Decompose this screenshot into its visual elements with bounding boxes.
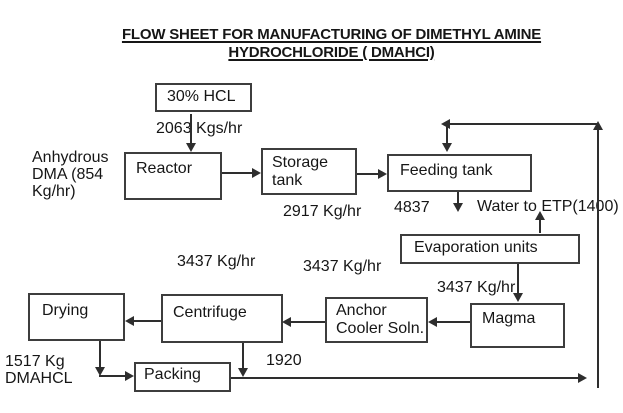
label-centrifuge-out-rate: 1920	[266, 352, 302, 369]
node-packing-label: Packing	[144, 366, 201, 383]
label-water-to-etp: Water to ETP(1400)	[477, 198, 619, 215]
line-recycle-riser	[597, 123, 599, 388]
line-evaporation-to-magma	[517, 264, 519, 294]
arrowhead-hcl-to-reactor	[186, 143, 196, 152]
arrowhead-feeding-down	[453, 203, 463, 212]
node-feeding-tank: Feeding tank	[387, 154, 532, 192]
node-packing: Packing	[134, 362, 231, 392]
node-evaporation-units-label: Evaporation units	[414, 239, 538, 256]
diagram-title-line1: FLOW SHEET FOR MANUFACTURING OF DIMETHYL…	[121, 26, 542, 43]
node-reactor-label: Reactor	[136, 160, 193, 177]
label-product-out: 1517 Kg DMAHCL	[5, 353, 73, 387]
node-anchor-cooler: Anchor Cooler Soln.	[325, 297, 428, 343]
line-feeding-to-evaporation	[457, 192, 459, 204]
arrowhead-evaporation-to-magma	[513, 293, 523, 302]
arrowhead-drying-down	[95, 367, 105, 376]
node-centrifuge: Centrifuge	[161, 294, 283, 343]
line-recycle-drop-to-feeding	[446, 123, 448, 145]
arrowhead-drying-to-packing	[125, 371, 134, 381]
line-recycle-top	[447, 123, 598, 125]
arrowhead-centrifuge-down	[238, 368, 248, 377]
line-drying-down	[99, 341, 101, 368]
line-evaporation-to-etp	[539, 219, 541, 233]
node-drying-label: Drying	[42, 302, 89, 319]
diagram-title-line2: HYDROCHLORIDE ( DMAHCI)	[228, 44, 435, 61]
label-rate-3437-right: 3437 Kg/hr	[437, 279, 516, 296]
node-anchor-cooler-label: Anchor Cooler Soln.	[336, 302, 425, 337]
node-reactor: Reactor	[124, 152, 222, 200]
label-rate-3437-left: 3437 Kg/hr	[177, 253, 256, 270]
label-anhydrous-dma-feed: Anhydrous DMA (854 Kg/hr)	[32, 149, 109, 200]
node-magma: Magma	[470, 303, 565, 348]
node-evaporation-units: Evaporation units	[400, 234, 580, 264]
node-hcl: 30% HCL	[155, 83, 252, 112]
node-centrifuge-label: Centrifuge	[173, 304, 247, 321]
line-hcl-to-reactor	[190, 114, 192, 148]
label-storage-out-rate: 2917 Kg/hr	[283, 203, 362, 220]
label-feeding-rate: 4837	[394, 199, 430, 216]
arrowhead-water-to-etp	[535, 211, 545, 220]
diagram-title: FLOW SHEET FOR MANUFACTURING OF DIMETHYL…	[40, 26, 623, 62]
arrowhead-riser-up	[593, 121, 603, 130]
line-packing-to-riser	[231, 377, 578, 379]
line-storage-to-feeding	[357, 173, 381, 175]
line-reactor-to-storage	[222, 172, 254, 174]
node-magma-label: Magma	[482, 310, 536, 327]
arrowhead-centrifuge-to-drying	[125, 316, 134, 326]
node-hcl-label: 30% HCL	[167, 88, 236, 105]
line-centrifuge-to-drying	[134, 320, 161, 322]
arrowhead-reactor-to-storage	[252, 168, 261, 178]
line-centrifuge-down	[242, 343, 244, 369]
arrowhead-storage-to-feeding	[378, 169, 387, 179]
arrowhead-packing-to-riser	[578, 373, 587, 383]
node-feeding-tank-label: Feeding tank	[400, 162, 493, 179]
line-drying-to-packing	[99, 375, 127, 377]
node-drying: Drying	[28, 293, 125, 341]
arrowhead-recycle-into-feeding	[442, 143, 452, 152]
arrowhead-recycle-left	[441, 119, 450, 129]
arrowhead-magma-to-anchor	[428, 317, 437, 327]
line-anchor-to-centrifuge	[291, 321, 325, 323]
label-hcl-feed-rate: 2063 Kgs/hr	[156, 120, 243, 137]
node-storage-tank-label: Storage tank	[272, 154, 329, 189]
label-rate-3437-mid: 3437 Kg/hr	[303, 258, 382, 275]
arrowhead-anchor-to-centrifuge	[282, 317, 291, 327]
node-storage-tank: Storage tank	[261, 148, 357, 195]
line-magma-to-anchor	[437, 321, 470, 323]
